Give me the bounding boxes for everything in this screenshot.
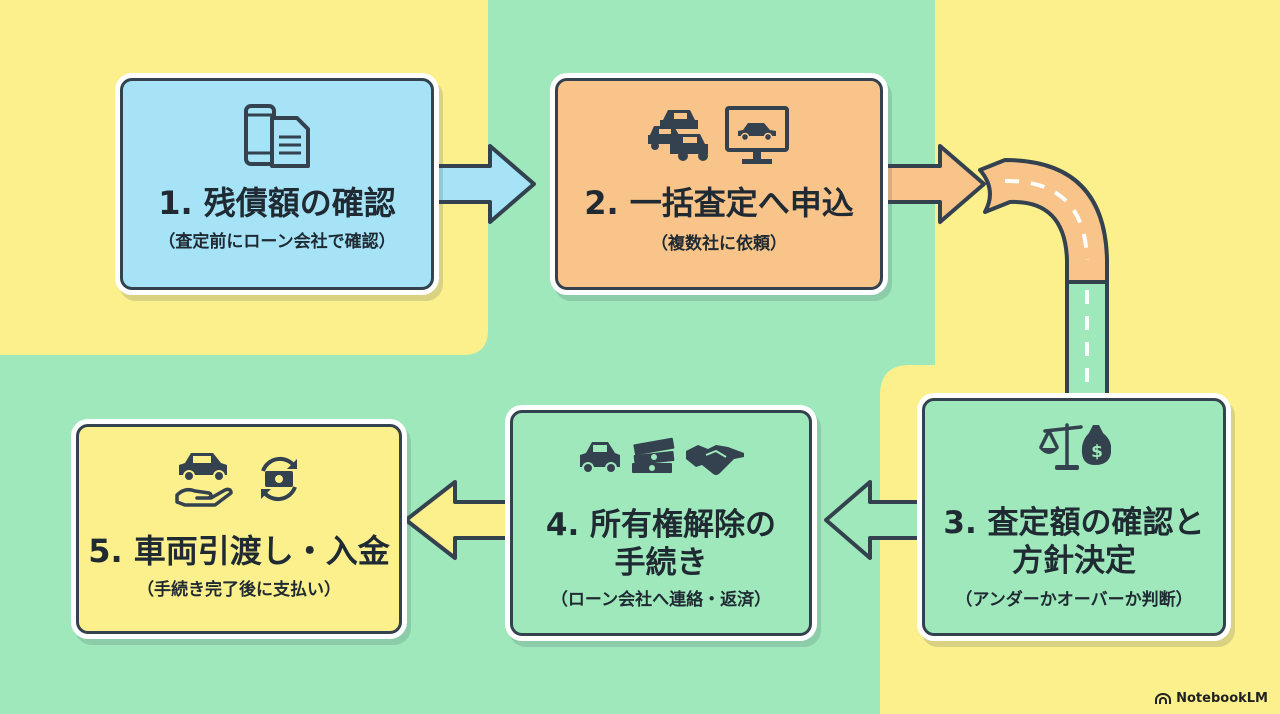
scale-money-icon: $ [1039, 423, 1111, 470]
step-5-title: 5. 車両引渡し・入金 [88, 532, 390, 570]
step-3-icons: $ [925, 417, 1223, 473]
step-2-card: 2. 一括査定へ申込 （複数社に依頼） [555, 78, 883, 290]
step-4-title-line-1: 4. 所有権解除の [545, 507, 777, 543]
document-icon [270, 116, 310, 168]
step-2-icons [558, 105, 880, 167]
step-3-title-line-2: 方針決定 [1012, 543, 1136, 579]
step-4-card: 4. 所有権解除の 手続き （ローン会社へ連絡・返済） [510, 410, 812, 636]
step-5-card: 5. 車両引渡し・入金 （手続き完了後に支払い） [76, 424, 402, 634]
road-curve [978, 158, 1109, 404]
step-3-title-line-1: 3. 査定額の確認と [943, 505, 1205, 541]
notebooklm-logo: NotebookLM [1155, 691, 1268, 706]
step-1-subtitle: （査定前にローン会社で確認） [158, 232, 396, 252]
car-hand-icon [175, 453, 233, 507]
money-cycle-icon [261, 456, 297, 502]
arrow-3-to-4 [824, 480, 928, 560]
monitor-car-icon [725, 106, 789, 164]
svg-text:$: $ [1091, 442, 1103, 462]
cars-icon [648, 110, 708, 161]
brand-name: NotebookLM [1176, 691, 1268, 706]
notebooklm-logo-icon [1155, 692, 1172, 704]
step-3-subtitle: （アンダーかオーバーか判断） [955, 590, 1193, 610]
step-4-title-line-2: 手続き [614, 545, 708, 581]
handshake-icon [686, 445, 744, 475]
arrow-1-to-2 [432, 144, 536, 224]
step-4-subtitle: （ローン会社へ連絡・返済） [550, 590, 772, 610]
step-3-card: $ 3. 査定額の確認と 方針決定 （アンダーかオーバーか判断） [922, 398, 1226, 636]
step-1-title: 1. 残債額の確認 [158, 184, 396, 222]
step-2-subtitle: （複数社に依頼） [651, 234, 787, 254]
car-icon [580, 442, 620, 474]
step-4-icons [513, 437, 809, 477]
step-5-subtitle: （手続き完了後に支払い） [137, 580, 341, 600]
step-5-icons [79, 449, 399, 509]
cash-icon [632, 437, 675, 473]
step-2-title: 2. 一括査定へ申込 [584, 184, 854, 222]
arrow-2-to-road [882, 144, 986, 224]
arrow-4-to-5 [404, 480, 513, 560]
step-1-icons [123, 101, 431, 169]
step-1-card: 1. 残債額の確認 （査定前にローン会社で確認） [120, 78, 434, 290]
